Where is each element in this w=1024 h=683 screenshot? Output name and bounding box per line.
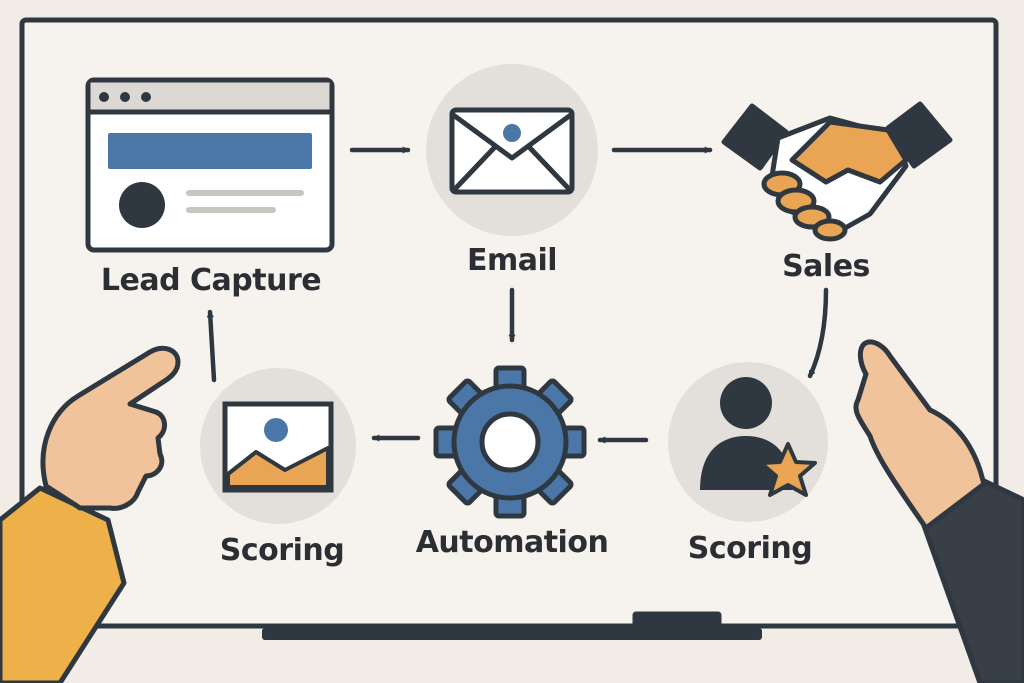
- user-star-icon: [668, 362, 828, 522]
- label-scoring-right: Scoring: [687, 531, 813, 566]
- gear-icon: [433, 365, 587, 519]
- eraser: [632, 611, 722, 631]
- right-pointing-hand: [853, 339, 1024, 683]
- marker-tray: [262, 628, 762, 640]
- label-scoring-left: Scoring: [219, 533, 345, 568]
- image-icon: [200, 368, 356, 524]
- label-email: Email: [466, 243, 558, 278]
- left-pointing-hand: [0, 345, 181, 683]
- flow-arrows: [206, 146, 829, 444]
- handshake-icon: [721, 101, 953, 242]
- label-automation: Automation: [415, 525, 609, 560]
- label-sales: Sales: [782, 249, 870, 284]
- browser-window-icon: [85, 77, 335, 253]
- label-lead-capture: Lead Capture: [100, 263, 322, 298]
- arrow-scoring-to-lead: [206, 309, 217, 383]
- envelope-icon: [426, 64, 598, 236]
- arrow-sales-to-scoring: [807, 287, 829, 379]
